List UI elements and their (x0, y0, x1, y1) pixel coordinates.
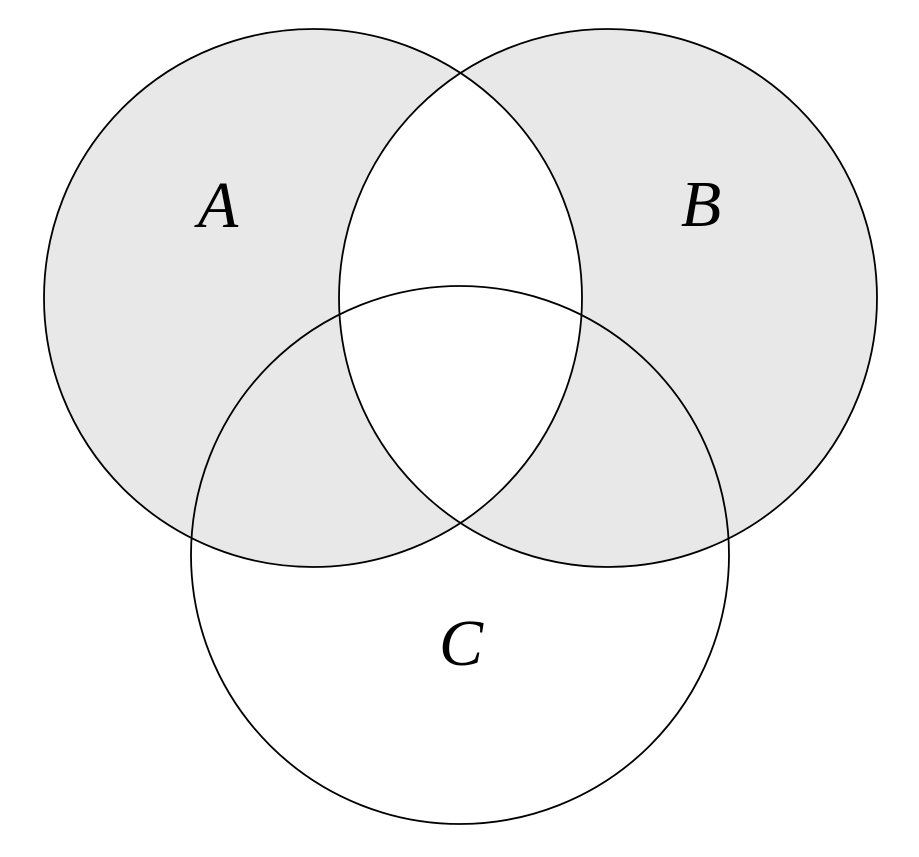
circle-c-outline (190, 285, 730, 825)
intersection-ab-region (339, 29, 582, 567)
label-set-c: C (439, 607, 484, 680)
intersection-ab-fill (339, 29, 582, 567)
label-set-a: A (194, 169, 239, 242)
circle-b-outline (338, 28, 878, 568)
circle-a-outline (43, 28, 583, 568)
label-set-b: B (681, 168, 721, 241)
